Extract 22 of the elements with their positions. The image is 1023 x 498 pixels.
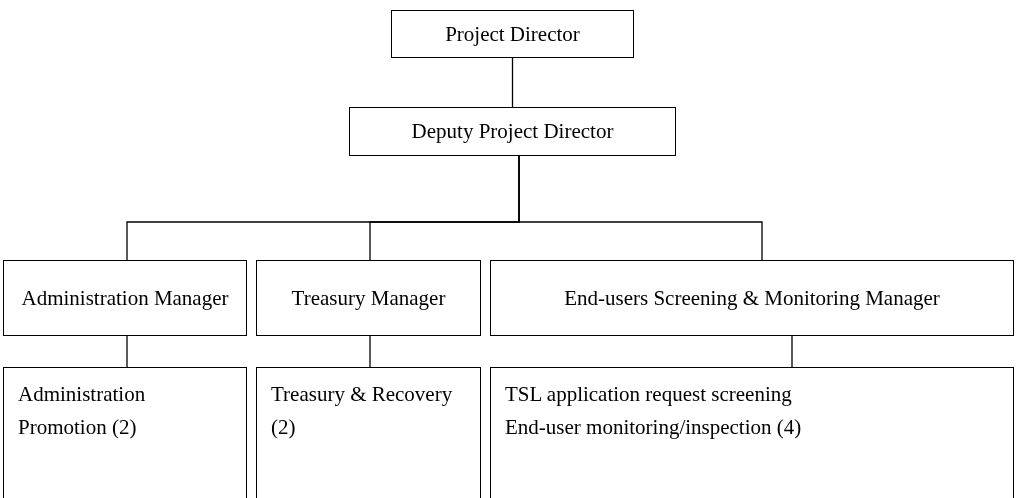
connector-line bbox=[511, 57, 514, 108]
connector-line bbox=[791, 335, 793, 368]
role-label: Deputy Project Director bbox=[411, 118, 614, 146]
role-label: Treasury & Recovery (2) bbox=[271, 381, 454, 441]
role-label: Treasury Manager bbox=[291, 284, 446, 312]
org-box bbox=[349, 107, 676, 156]
org-box bbox=[256, 367, 481, 498]
role-label: TSL application request screening bbox=[505, 381, 792, 408]
connector-line bbox=[126, 335, 128, 368]
connector-line bbox=[369, 335, 371, 368]
role-label: End-users Screening & Monitoring Manager bbox=[564, 284, 940, 312]
org-box bbox=[490, 367, 1014, 498]
org-box bbox=[256, 260, 481, 336]
org-box bbox=[3, 367, 247, 498]
org-box bbox=[490, 260, 1014, 336]
org-box bbox=[391, 10, 634, 58]
role-label: Administration Promotion (2) bbox=[18, 381, 147, 441]
role-label: Administration Manager bbox=[21, 284, 229, 312]
connector-line bbox=[518, 155, 763, 261]
role-label: Project Director bbox=[445, 20, 580, 48]
org-box bbox=[3, 260, 247, 336]
role-label: End-user monitoring/inspection (4) bbox=[505, 413, 802, 441]
